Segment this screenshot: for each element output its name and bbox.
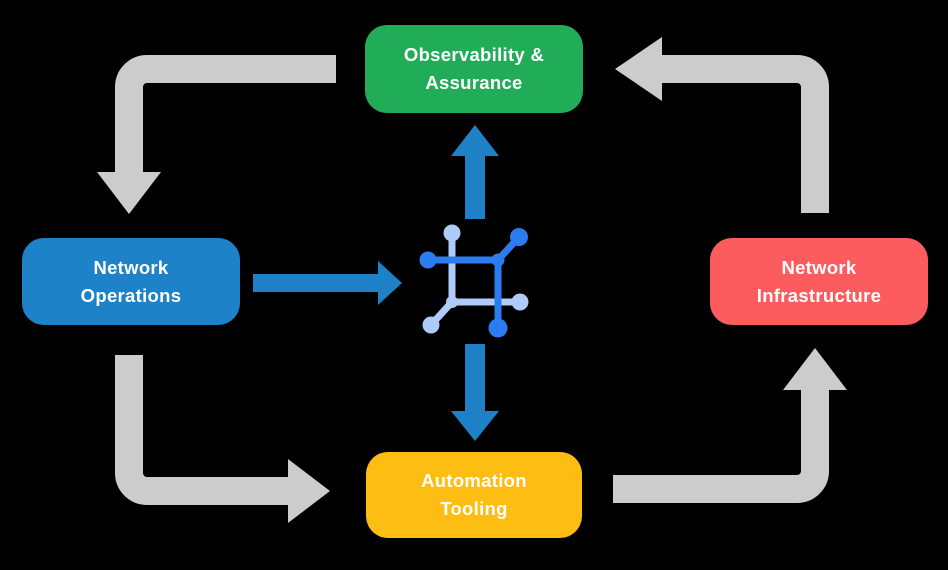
arrow-operations-to-center xyxy=(253,261,402,305)
node-label-infrastructure: Network Infrastructure xyxy=(756,256,882,306)
arrow-infrastructure-to-observability xyxy=(615,37,829,213)
arrow-tooling-to-infrastructure xyxy=(613,348,847,503)
arrow-operations-to-tooling xyxy=(115,355,330,523)
arrow-observability-to-operations xyxy=(97,55,336,214)
node-network-operations: Network Operations xyxy=(22,238,240,325)
network-automation-icon xyxy=(419,224,529,338)
node-label-observability: Observability & Assurance xyxy=(403,44,545,93)
node-label-operations: Network Operations xyxy=(80,256,182,306)
arrow-center-to-tooling xyxy=(451,344,499,441)
node-automation-tooling: Automation Tooling xyxy=(366,452,582,538)
node-label-tooling: Automation Tooling xyxy=(421,470,527,519)
arrow-center-to-observability xyxy=(451,125,499,219)
node-network-infrastructure: Network Infrastructure xyxy=(710,238,928,325)
node-observability-assurance: Observability & Assurance xyxy=(365,25,583,113)
